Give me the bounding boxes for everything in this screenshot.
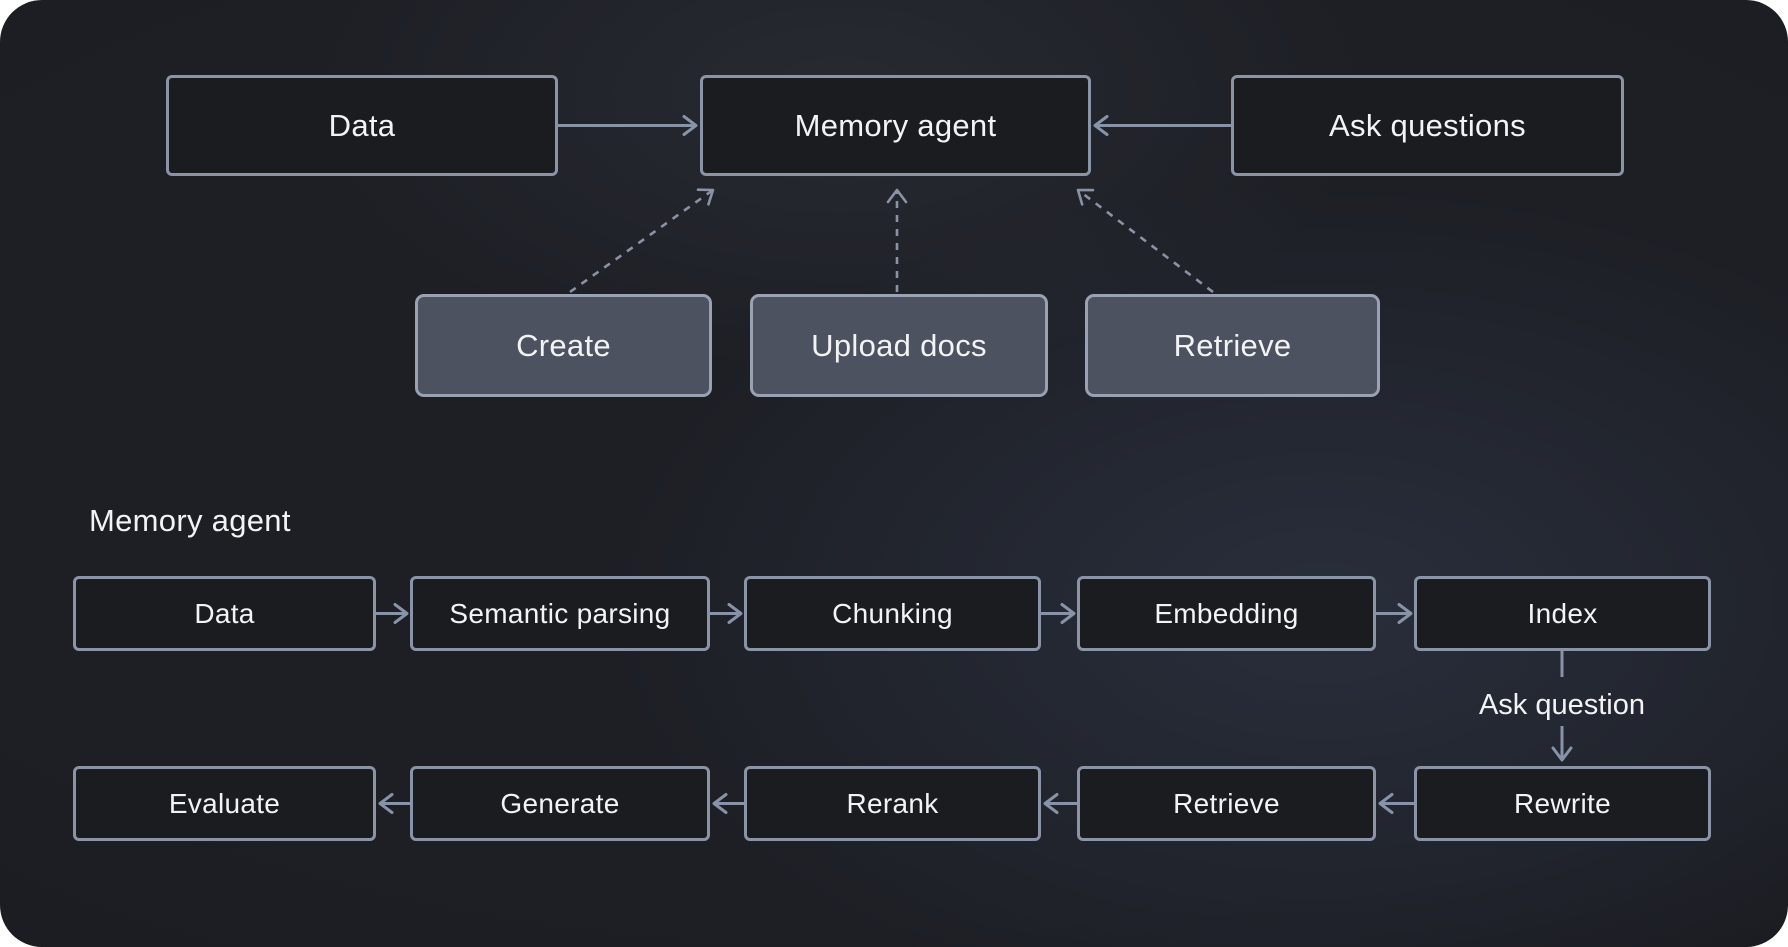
node-label: Data xyxy=(328,107,396,143)
node-label: Rerank xyxy=(846,787,939,819)
node-label: Index xyxy=(1527,597,1598,629)
node-label: Generate xyxy=(500,787,620,819)
node-pipeline-data: Data xyxy=(73,576,376,651)
node-label: Evaluate xyxy=(168,787,281,819)
arrow-create-to-memory-agent xyxy=(569,188,715,294)
node-semantic-parsing: Semantic parsing xyxy=(410,576,710,651)
node-label: Semantic parsing xyxy=(449,597,671,629)
node-data-source: Data xyxy=(166,75,558,176)
node-evaluate: Evaluate xyxy=(73,766,376,841)
node-label: Data xyxy=(194,597,255,629)
node-generate: Generate xyxy=(410,766,710,841)
node-pipeline-retrieve: Retrieve xyxy=(1077,766,1376,841)
node-label: Ask questions xyxy=(1329,107,1526,143)
node-label: Memory agent xyxy=(794,107,997,143)
node-embedding: Embedding xyxy=(1077,576,1376,651)
node-label: Upload docs xyxy=(811,327,987,363)
node-label: Create xyxy=(516,327,611,363)
node-memory-agent: Memory agent xyxy=(700,75,1091,176)
node-label: Retrieve xyxy=(1173,787,1280,819)
section-title: Memory agent xyxy=(89,503,291,538)
node-create: Create xyxy=(415,294,712,397)
node-index: Index xyxy=(1414,576,1711,651)
node-retrieve-action: Retrieve xyxy=(1085,294,1380,397)
node-ask-questions: Ask questions xyxy=(1231,75,1624,176)
node-label: Retrieve xyxy=(1173,327,1292,363)
node-label: Embedding xyxy=(1154,597,1299,629)
ask-question-label: Ask question xyxy=(1478,689,1646,721)
node-chunking: Chunking xyxy=(744,576,1041,651)
node-rerank: Rerank xyxy=(744,766,1041,841)
node-rewrite: Rewrite xyxy=(1414,766,1711,841)
node-label: Rewrite xyxy=(1513,787,1611,819)
node-label: Chunking xyxy=(832,597,953,629)
node-upload-docs: Upload docs xyxy=(750,294,1048,397)
arrow-retrieve-to-memory-agent xyxy=(1076,188,1214,294)
